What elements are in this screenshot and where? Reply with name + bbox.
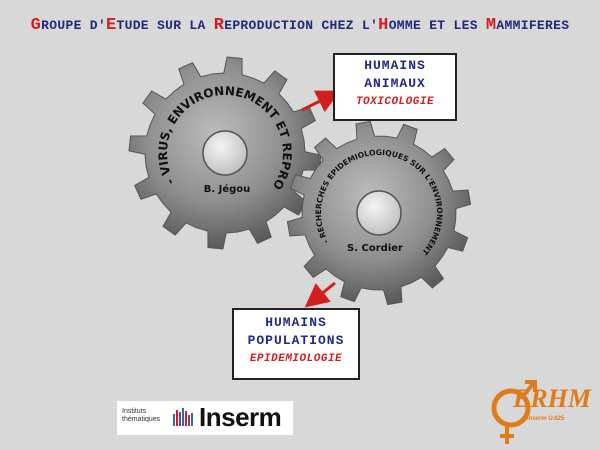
arrow-to-toxicology [301, 90, 341, 113]
gear-left-hole [202, 130, 248, 176]
gender-symbols-icon [491, 380, 537, 444]
toxicology-box-line1: HUMAINS [364, 58, 426, 73]
inserm-institutes-label: Instituts thématiques [122, 408, 161, 423]
inserm-bars-icon [173, 408, 193, 426]
epidemiology-box-line1: HUMAINS [265, 315, 327, 330]
gerhm-wordmark: ERHM [513, 384, 592, 413]
epidemiology-box-line3: EPIDEMIOLOGIE [249, 353, 343, 365]
inserm-logo: Instituts thématiques Inserm [117, 401, 293, 435]
toxicology-box: HUMAINS ANIMAUX TOXICOLOGIE [333, 53, 457, 121]
gerhm-subtitle: Inserm U.625 [527, 416, 565, 422]
gear-right-name: S. Cordier [347, 243, 403, 254]
epidemiology-box-line2: POPULATIONS [247, 333, 345, 348]
gear-left-name: B. Jégou [204, 183, 251, 195]
page-title: GROUPE D'ETUDE SUR LA REPRODUCTION CHEZ … [30, 16, 570, 35]
arrow-to-epidemiology [304, 281, 336, 308]
gear-right-hole [356, 190, 402, 236]
toxicology-box-line2: ANIMAUX [364, 76, 426, 91]
toxicology-box-line3: TOXICOLOGIE [355, 96, 435, 108]
gear-left: - VIRUS, ENVIRONNEMENT ET REPRODUCTION B… [0, 0, 322, 250]
gerhm-logo: ERHM Inserm U.625 [485, 378, 595, 448]
epidemiology-box: HUMAINS POPULATIONS EPIDEMIOLOGIE [232, 308, 360, 380]
inserm-wordmark: Inserm [199, 402, 282, 432]
